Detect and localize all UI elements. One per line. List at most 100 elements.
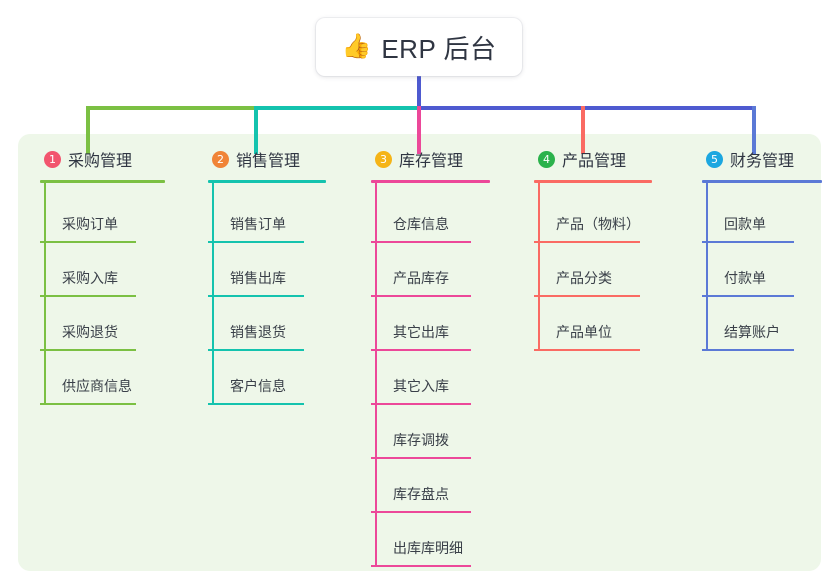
column-container: 1 采购管理 采购订单 采购入库 采购退货 供应商信息 (18, 134, 822, 571)
column-header-rule (208, 180, 326, 183)
column-header-rule (40, 180, 165, 183)
item-label: 其它出库 (393, 324, 449, 340)
list-item[interactable]: 采购入库 (40, 243, 190, 297)
item-label: 其它入库 (393, 378, 449, 394)
list-item[interactable]: 其它入库 (371, 351, 520, 405)
item-label: 采购订单 (62, 216, 118, 232)
item-rule (534, 349, 640, 351)
column-product: 4 产品管理 产品（物料） 产品分类 产品单位 (520, 134, 688, 571)
item-label: 销售退货 (230, 324, 286, 340)
list-item[interactable]: 仓库信息 (371, 189, 520, 243)
list-item[interactable]: 产品（物料） (534, 189, 688, 243)
list-item[interactable]: 产品分类 (534, 243, 688, 297)
item-rule (371, 241, 471, 243)
list-item[interactable]: 产品库存 (371, 243, 520, 297)
item-label: 产品（物料） (556, 216, 640, 232)
list-item[interactable]: 销售订单 (208, 189, 354, 243)
item-label: 库存盘点 (393, 486, 449, 502)
item-label: 客户信息 (230, 378, 286, 394)
connector-drop-5 (752, 106, 756, 154)
thumbs-up-icon: 👍 (341, 33, 372, 60)
list-item[interactable]: 客户信息 (208, 351, 354, 405)
list-item[interactable]: 付款单 (702, 243, 821, 297)
item-rule (371, 295, 471, 297)
item-rule (40, 403, 136, 405)
connector-drop-1 (86, 106, 90, 154)
column-finance: 5 财务管理 回款单 付款单 结算账户 (688, 134, 822, 571)
item-label: 销售订单 (230, 216, 286, 232)
column-title: 销售管理 (236, 153, 301, 170)
item-rule (534, 295, 640, 297)
item-label: 付款单 (724, 270, 766, 286)
column-spine (706, 183, 708, 351)
list-item[interactable]: 采购退货 (40, 297, 190, 351)
item-rule (534, 241, 640, 243)
column-items: 采购订单 采购入库 采购退货 供应商信息 (40, 189, 190, 405)
list-item[interactable]: 销售退货 (208, 297, 354, 351)
column-procurement: 1 采购管理 采购订单 采购入库 采购退货 供应商信息 (18, 134, 190, 571)
column-header[interactable]: 2 销售管理 (208, 146, 354, 172)
column-header[interactable]: 5 财务管理 (702, 146, 821, 172)
item-label: 回款单 (724, 216, 766, 232)
item-rule (371, 403, 471, 405)
root-title: ERP 后台 (381, 33, 497, 64)
item-label: 采购退货 (62, 324, 118, 340)
list-item[interactable]: 回款单 (702, 189, 821, 243)
column-title: 采购管理 (68, 153, 133, 170)
column-items: 销售订单 销售出库 销售退货 客户信息 (208, 189, 354, 405)
column-items: 产品（物料） 产品分类 产品单位 (534, 189, 688, 351)
connector-bus-green (86, 106, 258, 110)
list-item[interactable]: 销售出库 (208, 243, 354, 297)
column-spine (375, 183, 377, 567)
connector-drop-4 (581, 106, 585, 154)
connector-trunk (417, 76, 421, 108)
item-rule (40, 241, 136, 243)
column-inventory: 3 库存管理 仓库信息 产品库存 其它出库 其它入库 库存调拨 (354, 134, 520, 571)
item-rule (702, 295, 794, 297)
item-rule (40, 295, 136, 297)
diagram-panel (18, 134, 821, 571)
column-spine (212, 183, 214, 405)
item-label: 库存调拨 (393, 432, 449, 448)
list-item[interactable]: 库存盘点 (371, 459, 520, 513)
item-rule (40, 349, 136, 351)
column-number-badge: 1 (44, 150, 61, 168)
list-item[interactable]: 出库库明细 (371, 513, 520, 567)
item-label: 产品分类 (556, 270, 612, 286)
column-number-badge: 3 (375, 150, 392, 168)
column-items: 仓库信息 产品库存 其它出库 其它入库 库存调拨 库存盘点 (371, 189, 520, 567)
item-rule (702, 241, 794, 243)
column-number-badge: 4 (538, 150, 555, 168)
column-header-rule (371, 180, 490, 183)
column-items: 回款单 付款单 结算账户 (702, 189, 821, 351)
list-item[interactable]: 采购订单 (40, 189, 190, 243)
column-spine (44, 183, 46, 405)
item-rule (208, 241, 304, 243)
item-rule (702, 349, 794, 351)
column-title: 库存管理 (399, 153, 464, 170)
column-header[interactable]: 1 采购管理 (40, 146, 190, 172)
item-label: 结算账户 (724, 324, 780, 340)
root-node-card[interactable]: 👍 ERP 后台 (316, 18, 522, 76)
list-item[interactable]: 其它出库 (371, 297, 520, 351)
list-item[interactable]: 供应商信息 (40, 351, 190, 405)
item-rule (371, 565, 471, 567)
column-title: 财务管理 (730, 153, 795, 170)
item-rule (371, 457, 471, 459)
item-label: 销售出库 (230, 270, 286, 286)
connector-bus-teal (256, 106, 420, 110)
item-label: 供应商信息 (62, 378, 132, 394)
column-number-badge: 5 (706, 150, 723, 168)
column-spine (538, 183, 540, 351)
list-item[interactable]: 结算账户 (702, 297, 821, 351)
column-header[interactable]: 4 产品管理 (534, 146, 688, 172)
column-header-rule (534, 180, 652, 183)
list-item[interactable]: 库存调拨 (371, 405, 520, 459)
column-number-badge: 2 (212, 150, 229, 168)
column-header[interactable]: 3 库存管理 (371, 146, 520, 172)
item-label: 出库库明细 (393, 540, 463, 556)
connector-drop-3 (417, 106, 421, 154)
column-header-rule (702, 180, 822, 183)
item-rule (208, 403, 304, 405)
list-item[interactable]: 产品单位 (534, 297, 688, 351)
